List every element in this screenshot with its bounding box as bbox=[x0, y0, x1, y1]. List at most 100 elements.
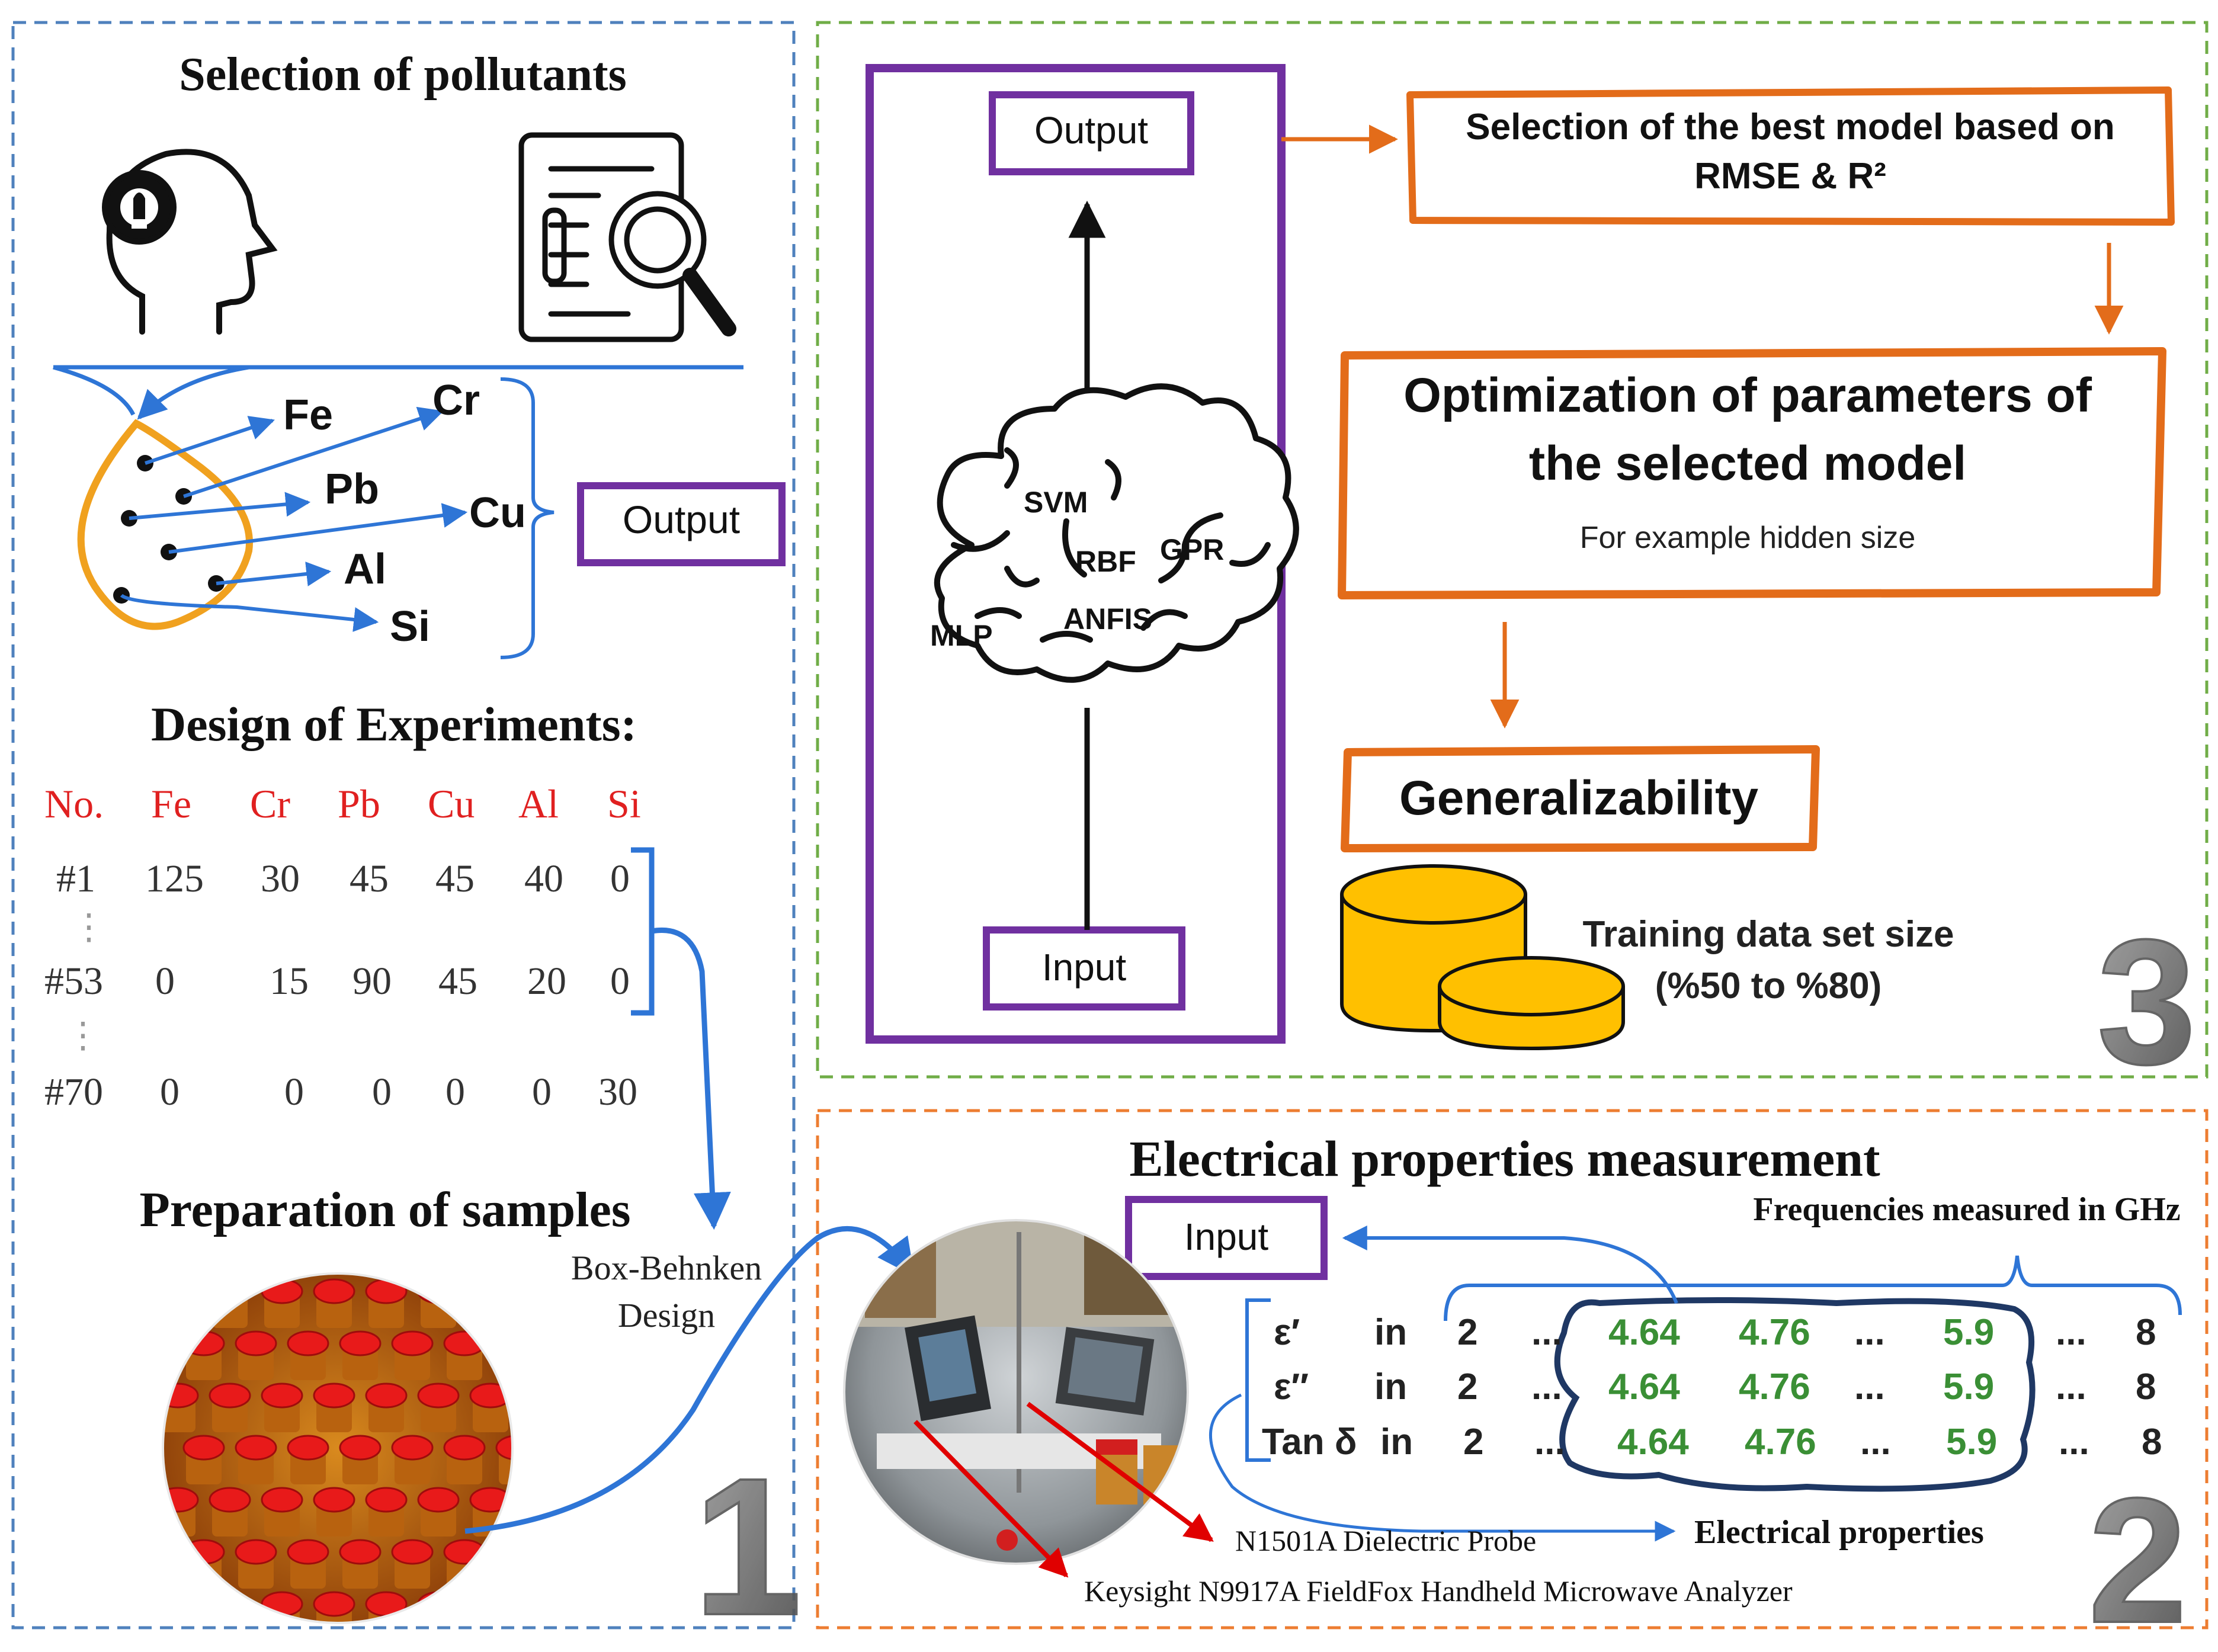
training-line-2: (%50 to %80) bbox=[1655, 965, 1882, 1006]
generalizability-box bbox=[1341, 745, 1820, 852]
samples-photo bbox=[163, 1274, 512, 1623]
jar-cap bbox=[182, 1435, 225, 1461]
hdr-cu: Cu bbox=[428, 781, 475, 826]
selection-line-2: RMSE & R² bbox=[1694, 156, 1886, 197]
jar-body bbox=[473, 1291, 508, 1328]
prop-v3: 5.9 bbox=[1943, 1366, 1994, 1407]
ellipsis-v-1: ⋮ bbox=[71, 907, 107, 947]
selection-arrow-tail bbox=[53, 365, 136, 416]
jar-body bbox=[421, 1604, 456, 1623]
idea-head-icon bbox=[102, 149, 278, 335]
jar-cap bbox=[287, 1539, 329, 1565]
prop-end: 8 bbox=[2136, 1312, 2156, 1353]
doe-title: Design of Experiments: bbox=[151, 697, 637, 751]
hdr-pb: Pb bbox=[338, 781, 380, 826]
prop-v3: 5.9 bbox=[1946, 1422, 1997, 1462]
prop-in: in bbox=[1380, 1422, 1413, 1462]
jar-cap bbox=[287, 1435, 329, 1461]
jar-cap bbox=[365, 1278, 408, 1304]
hdr-cr: Cr bbox=[250, 781, 290, 826]
cell: 0 bbox=[160, 1070, 180, 1114]
prop-dots: ... bbox=[1854, 1366, 1885, 1407]
doe-row-70: #70 0 0 0 0 0 30 bbox=[44, 1070, 637, 1114]
cell: 0 bbox=[372, 1070, 392, 1114]
cell: 125 bbox=[145, 857, 204, 900]
freq-brace bbox=[1444, 1255, 2182, 1321]
prop-name: ε″ bbox=[1274, 1366, 1309, 1407]
prop-in: in bbox=[1374, 1366, 1407, 1407]
property-rows: ε′ in 2 ... 4.64 4.76 ... 5.9 ... 8 ε″ i… bbox=[1262, 1312, 2162, 1462]
hdr-fe: Fe bbox=[151, 781, 191, 826]
prop-end: 8 bbox=[2136, 1366, 2156, 1407]
cell: 45 bbox=[350, 857, 389, 900]
cell: 30 bbox=[598, 1070, 637, 1114]
ellipsis-v-2: ⋮ bbox=[65, 1016, 101, 1055]
jar-cap bbox=[417, 1382, 460, 1409]
cell: 40 bbox=[524, 857, 563, 900]
model-svm: SVM bbox=[1024, 486, 1088, 519]
selection-arrow bbox=[137, 365, 249, 420]
optimization-example: For example hidden size bbox=[1580, 521, 1916, 555]
element-si: Si bbox=[390, 603, 430, 650]
cell: 0 bbox=[445, 1070, 465, 1114]
prop-start: 2 bbox=[1463, 1422, 1483, 1462]
design-label-1: Box-Behnken bbox=[571, 1249, 762, 1287]
panel2-input-label: Input bbox=[1184, 1215, 1269, 1258]
prop-start: 2 bbox=[1457, 1366, 1477, 1407]
jar-cap bbox=[313, 1487, 355, 1513]
jar-cap bbox=[365, 1487, 408, 1513]
hdr-si: Si bbox=[607, 781, 641, 826]
hdr-no: No. bbox=[44, 781, 104, 826]
prop-dots: ... bbox=[2056, 1366, 2086, 1407]
prop-v1: 4.64 bbox=[1608, 1366, 1680, 1407]
database-icon bbox=[1340, 864, 1625, 1051]
jar-cap bbox=[313, 1278, 355, 1304]
prop-dots: ... bbox=[1854, 1312, 1885, 1353]
prop-v1: 4.64 bbox=[1608, 1312, 1680, 1353]
doe-row-1: #1 125 30 45 45 40 0 bbox=[56, 857, 630, 900]
prop-dots: ... bbox=[2059, 1422, 2089, 1462]
jar-body bbox=[499, 1343, 512, 1380]
jar-cap bbox=[313, 1591, 355, 1617]
analyzer-pointer bbox=[914, 1420, 1069, 1578]
jar-cap bbox=[163, 1382, 199, 1409]
jar-cap bbox=[365, 1382, 408, 1409]
selection-box bbox=[1406, 86, 2175, 226]
cell: 45 bbox=[435, 857, 475, 900]
jar-cap bbox=[339, 1539, 382, 1565]
optimization-line-2: the selected model bbox=[1529, 437, 1966, 490]
model-input-box bbox=[983, 926, 1185, 1011]
elec-props-label: Electrical properties bbox=[1694, 1514, 1984, 1551]
jar-cap bbox=[443, 1435, 486, 1461]
jar-body bbox=[163, 1604, 195, 1623]
jar-cap bbox=[209, 1487, 251, 1513]
jar-cap bbox=[417, 1487, 460, 1513]
optimization-line-1: Optimization of parameters of bbox=[1403, 368, 2092, 422]
cell: 0 bbox=[610, 960, 630, 1003]
jar-cap bbox=[339, 1330, 382, 1356]
panel1-output-label: Output bbox=[623, 498, 740, 541]
panel-1-border bbox=[11, 21, 796, 1629]
element-pb: Pb bbox=[325, 466, 379, 513]
model-output-box bbox=[989, 91, 1194, 175]
cell: 0 bbox=[532, 1070, 552, 1114]
cell: 30 bbox=[261, 857, 300, 900]
element-arrows bbox=[120, 406, 468, 632]
jar-cap bbox=[391, 1330, 434, 1356]
jar-cap bbox=[235, 1330, 277, 1356]
props-bracket bbox=[1245, 1298, 1271, 1462]
jar-cap bbox=[469, 1591, 512, 1617]
prop-v3: 5.9 bbox=[1943, 1312, 1994, 1353]
panel2-input-box bbox=[1125, 1196, 1328, 1280]
document-magnifier-icon bbox=[518, 132, 736, 342]
table-bracket bbox=[631, 847, 655, 1016]
freq-label: Frequencies measured in GHz bbox=[1753, 1191, 2180, 1228]
model-output-label: Output bbox=[1034, 109, 1148, 152]
samples-to-lab-arrow bbox=[464, 1226, 915, 1534]
model-input-label: Input bbox=[1042, 946, 1127, 989]
jar-cap bbox=[495, 1539, 512, 1565]
jar-body bbox=[473, 1604, 508, 1623]
doe-row-53: #53 0 15 90 45 20 0 bbox=[44, 960, 630, 1003]
prop-dots: ... bbox=[1531, 1366, 1562, 1407]
